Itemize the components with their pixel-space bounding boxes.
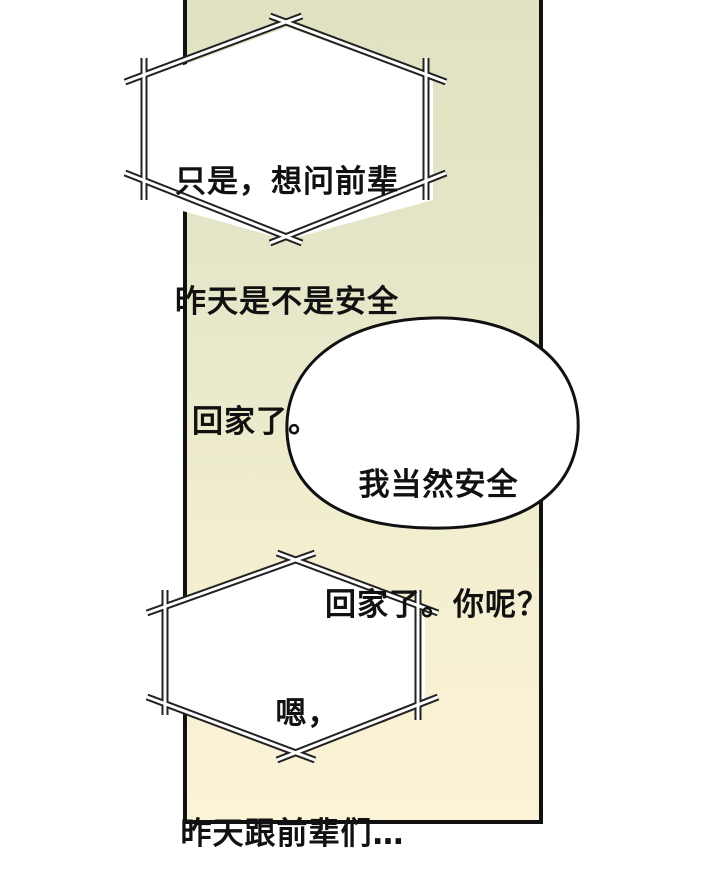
bubble-1-line-2: 昨天是不是安全 xyxy=(175,284,399,320)
speech-bubble-3-text: 嗯， 昨天跟前辈们… xyxy=(180,614,405,894)
speech-bubble-1-text: 只是，想问前辈 昨天是不是安全 回家了。 xyxy=(172,82,402,482)
bubble-2-line-2: 回家了。你呢？ xyxy=(325,587,549,623)
bubble-2-line-1: 我当然安全 xyxy=(358,467,519,503)
speech-bubble-2-text: 我当然安全 回家了。你呢？ xyxy=(325,385,549,665)
bubble-3-line-1: 嗯， xyxy=(275,696,340,732)
bubble-1-line-3: 回家了。 xyxy=(192,404,320,440)
bubble-1-line-1: 只是，想问前辈 xyxy=(175,164,399,200)
bubble-3-line-2: 昨天跟前辈们… xyxy=(180,816,405,852)
